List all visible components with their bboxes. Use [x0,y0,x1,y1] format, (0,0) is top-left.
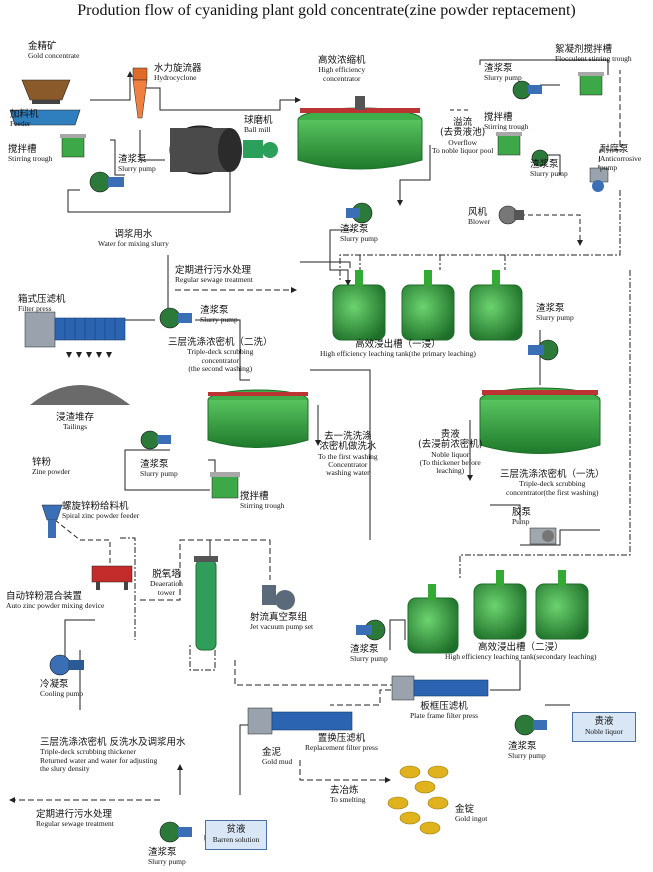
slurry-pump-9-icon [159,821,192,843]
filter-press-icon [24,311,126,348]
secondary-leach-label: 高效浸出槽（二浸）High efficiency leaching tank(s… [445,642,597,662]
high-efficiency-concentrator-icon [297,96,423,170]
scrubbing-concentrator-2-icon [207,389,309,448]
plate-frame-filter-press-icon [391,675,489,701]
jet-vacuum-pump-icon [262,585,295,610]
ball-mill-icon [169,125,278,175]
stirring-trough-3-icon [210,472,240,499]
diagram-title: Prodution flow of cyaniding plant gold c… [77,2,576,19]
stirring-trough-2-icon [496,132,522,156]
noble-liquor-label: 贵液(去浸前浓密机)Noble liquor(To thickener befo… [418,429,483,476]
slurry-pump-floc-icon [512,80,542,100]
slurry-pump-3-icon [346,202,373,224]
cooling-pump-icon [49,654,84,676]
flow-lines [9,59,631,841]
primary-leach-label: 高效浸出槽（一浸）High efficiency leaching tank(t… [320,339,476,359]
primary-leaching-tanks-icon [332,270,523,341]
auto-zinc-mixing-device-icon [91,565,133,590]
deaeration-tower-icon [194,556,218,651]
anticorrosive-pump-icon [589,167,609,192]
slurry-pump-8-icon [514,714,547,736]
slurry-pump-2-icon [531,149,549,167]
slurry-pump-4-icon [159,307,192,329]
slurry-pump-1-icon [89,171,124,193]
gold-concentrate-hopper-icon [21,79,71,104]
secondary-leaching-tanks-icon [407,570,589,654]
slurry-pump-5-icon [528,339,559,361]
slurry-pump-6-icon [140,430,171,450]
stirring-trough-1-icon [60,134,86,158]
hydrocyclone-icon [132,67,148,119]
flocculent-stirring-trough-icon [578,72,604,96]
feeder-icon [9,109,81,126]
pump-icon [529,527,557,545]
tailings-pile-icon [30,385,130,405]
filter-cake-arrows [66,352,112,358]
gold-ingots-icon [387,765,449,835]
spiral-zinc-feeder-icon [41,504,63,538]
blower-icon [498,205,524,225]
scrubbing-concentrator-1-icon [479,387,601,454]
slurry-pump-7-icon [356,619,386,641]
replacement-filter-press-icon [247,707,353,735]
